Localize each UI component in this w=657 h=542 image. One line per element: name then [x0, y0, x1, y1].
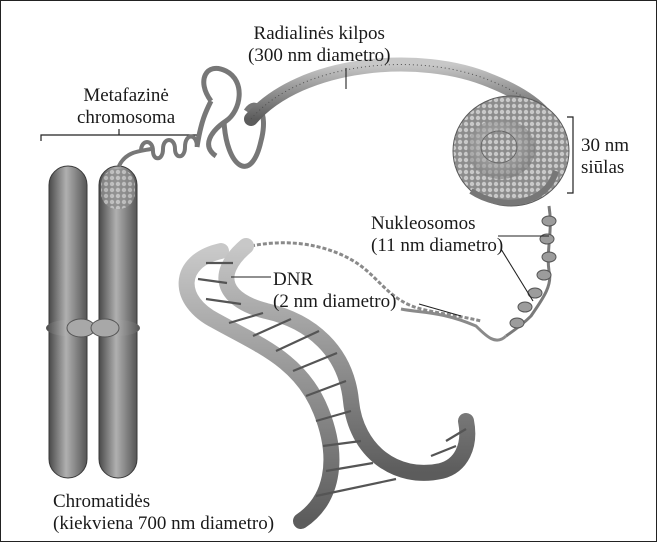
radial-loops-line1: Radialinės kilpos: [248, 23, 390, 45]
label-nucleosomes: Nukleosomos (11 nm diametro): [371, 213, 503, 257]
metaphase-chromosome: [46, 166, 140, 478]
label-fiber-30nm: 30 nm siūlas: [581, 135, 629, 179]
fiber-30nm-line1: 30 nm: [581, 135, 629, 157]
radial-loops-line2: (300 nm diametro): [248, 45, 390, 67]
nucleosomes-line2: (11 nm diametro): [371, 235, 503, 257]
dna-line1: DNR: [273, 269, 396, 291]
coil-30nm: [453, 96, 569, 206]
metaphase-line1: Metafazinė: [77, 85, 175, 107]
label-dna: DNR (2 nm diametro): [273, 269, 396, 313]
label-radial-loops: Radialinės kilpos (300 nm diametro): [248, 23, 390, 67]
nucleosomes-line1: Nukleosomos: [371, 213, 503, 235]
metaphase-line2: chromosoma: [77, 107, 175, 129]
chromatids-line1: Chromatidės: [53, 491, 274, 513]
label-metaphase-chromosome: Metafazinė chromosoma: [77, 85, 175, 129]
dna-line2: (2 nm diametro): [273, 291, 396, 313]
label-chromatids: Chromatidės (kiekviena 700 nm diametro): [53, 491, 274, 535]
chromosome-bracket: [41, 129, 197, 141]
chromatids-line2: (kiekviena 700 nm diametro): [53, 513, 274, 535]
fiber-30nm-line2: siūlas: [581, 157, 629, 179]
